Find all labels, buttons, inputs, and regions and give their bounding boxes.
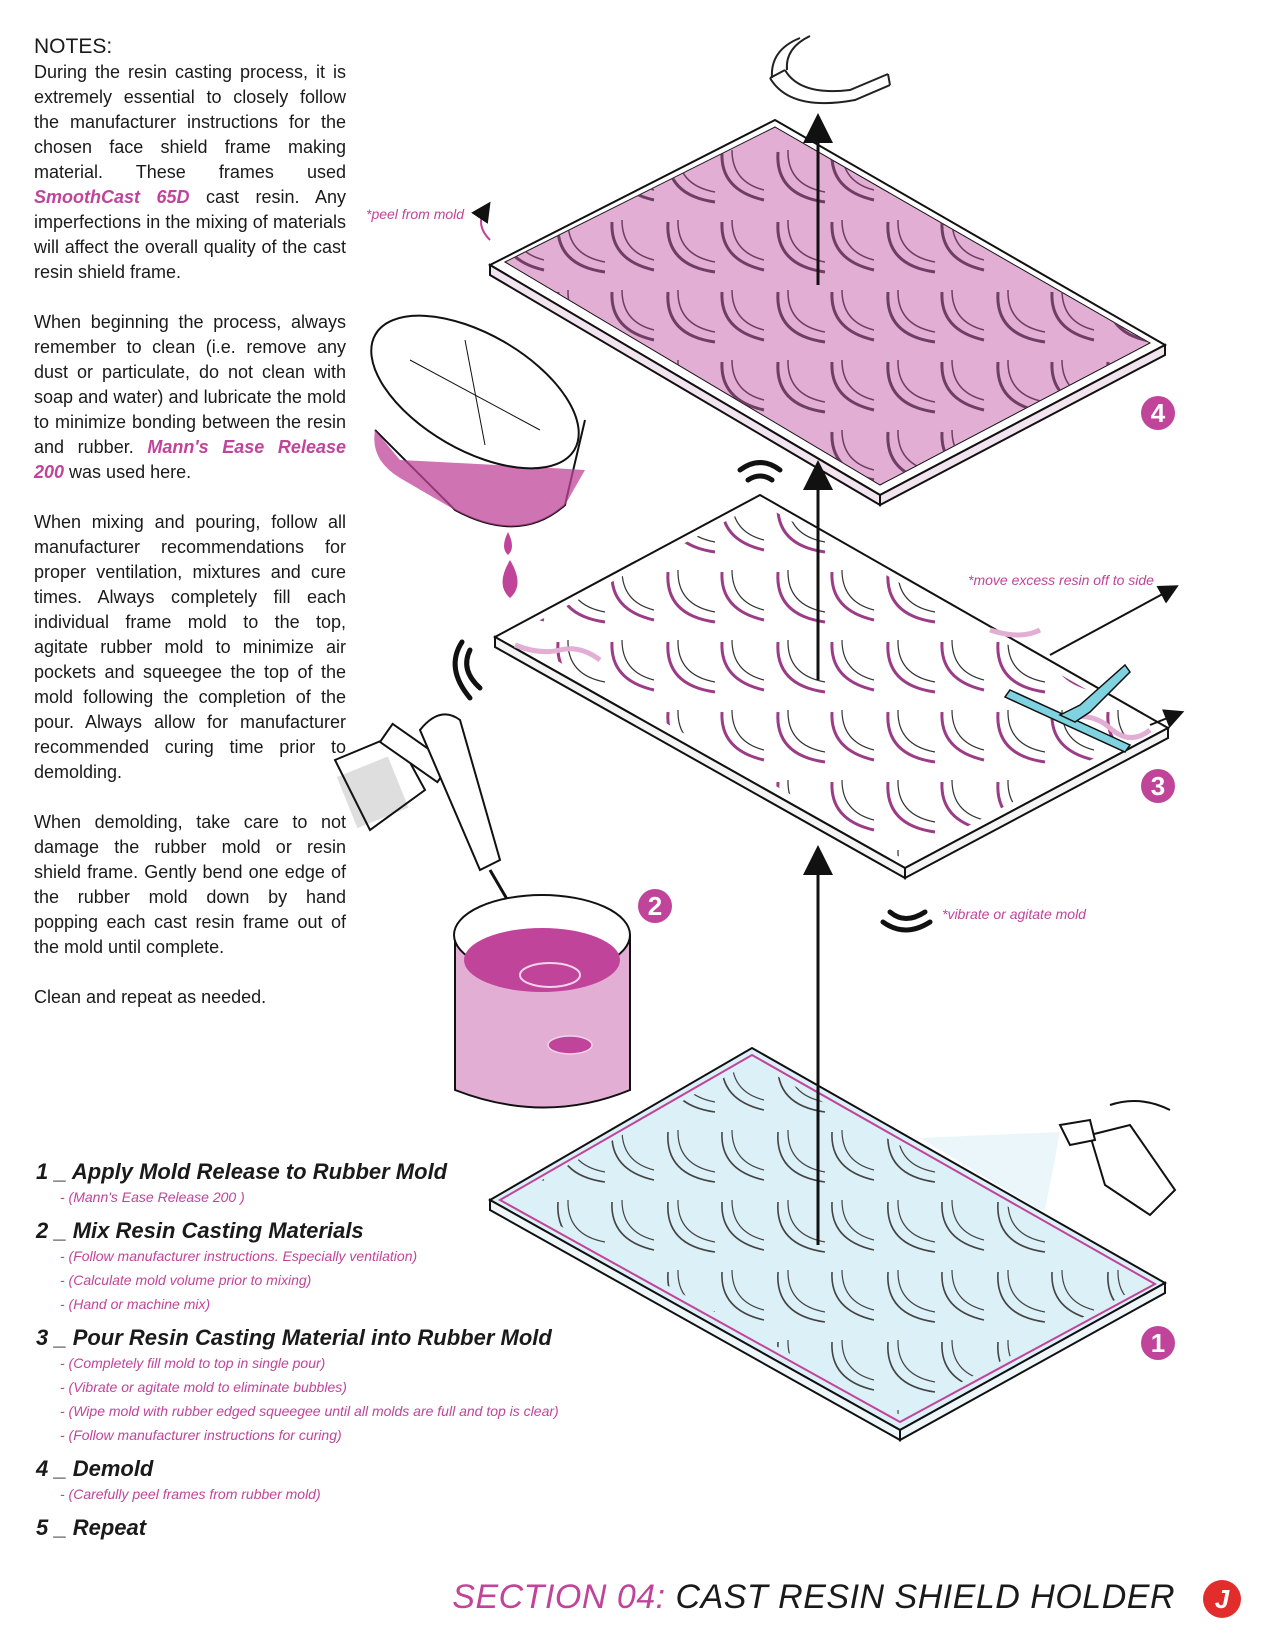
step-title: 5 _ Repeat (36, 1515, 147, 1540)
release-agent-highlight: Mann's Ease Release 200 (34, 437, 346, 482)
spray-bottle-icon (920, 1100, 1177, 1217)
notes-paragraph-4: When demolding, take care to not damage … (34, 812, 346, 957)
squeegee-icon (1003, 663, 1132, 753)
notes-paragraph-2: When beginning the process, always remem… (34, 312, 346, 482)
vibrate-annotation: *vibrate or agitate mold (942, 906, 1086, 922)
step-detail: - (Mann's Ease Release 200 ) (60, 1189, 245, 1205)
step-detail: - (Vibrate or agitate mold to eliminate … (60, 1379, 347, 1395)
tray-3-pour (492, 493, 1171, 880)
step-title: 3 _ Pour Resin Casting Material into Rub… (36, 1325, 552, 1350)
tray-4-demold (487, 118, 1168, 507)
step-detail: - (Hand or machine mix) (60, 1296, 211, 1312)
step-detail: - (Carefully peel frames from rubber mol… (60, 1486, 321, 1502)
step-detail: - (Wipe mold with rubber edged squeegee … (60, 1403, 559, 1419)
step-badge-4: 4 (1141, 396, 1175, 430)
vibrate-icon (452, 460, 933, 933)
notes-paragraph-1: During the resin casting process, it is … (34, 62, 346, 282)
logo: J (1203, 1580, 1241, 1618)
step-detail: - (Follow manufacturer instructions. Esp… (60, 1248, 418, 1264)
step-title: 1 _ Apply Mold Release to Rubber Mold (36, 1159, 448, 1184)
mixing-bucket-icon (453, 894, 631, 1109)
arrow-excess-resin (1049, 585, 1179, 656)
notes-paragraph-5: Clean and repeat as needed. (34, 987, 267, 1007)
shield-frame-icon (769, 35, 891, 105)
step-badge-2: 2 (638, 889, 672, 923)
steps-list: 1 _ Apply Mold Release to Rubber Mold - (… (36, 1150, 636, 1541)
section-title: SECTION 04: CAST RESIN SHIELD HOLDER (452, 1578, 1175, 1616)
peel-arrow-icon (471, 201, 491, 241)
notes-paragraph-3: When mixing and pouring, follow all manu… (34, 512, 346, 782)
tray-1-mold-release (487, 1046, 1168, 1442)
material-highlight: SmoothCast 65D (34, 187, 190, 207)
move-excess-annotation: *move excess resin off to side (968, 572, 1154, 588)
drill-icon (333, 713, 562, 991)
step-detail: - (Follow manufacturer instructions for … (60, 1427, 342, 1443)
step-title: 4 _ Demold (36, 1456, 154, 1481)
step-title: 2 _ Mix Resin Casting Materials (36, 1218, 364, 1243)
step-badge-1: 1 (1141, 1326, 1175, 1360)
step-badge-3: 3 (1141, 769, 1175, 803)
notes-column: NOTES: During the resin casting process,… (34, 34, 346, 1035)
step-detail: - (Completely fill mold to top in single… (60, 1355, 326, 1371)
notes-heading: NOTES: (34, 35, 113, 58)
step-detail: - (Calculate mold volume prior to mixing… (60, 1272, 312, 1288)
pour-cup-icon (370, 314, 586, 598)
peel-annotation: *peel from mold (366, 206, 465, 222)
